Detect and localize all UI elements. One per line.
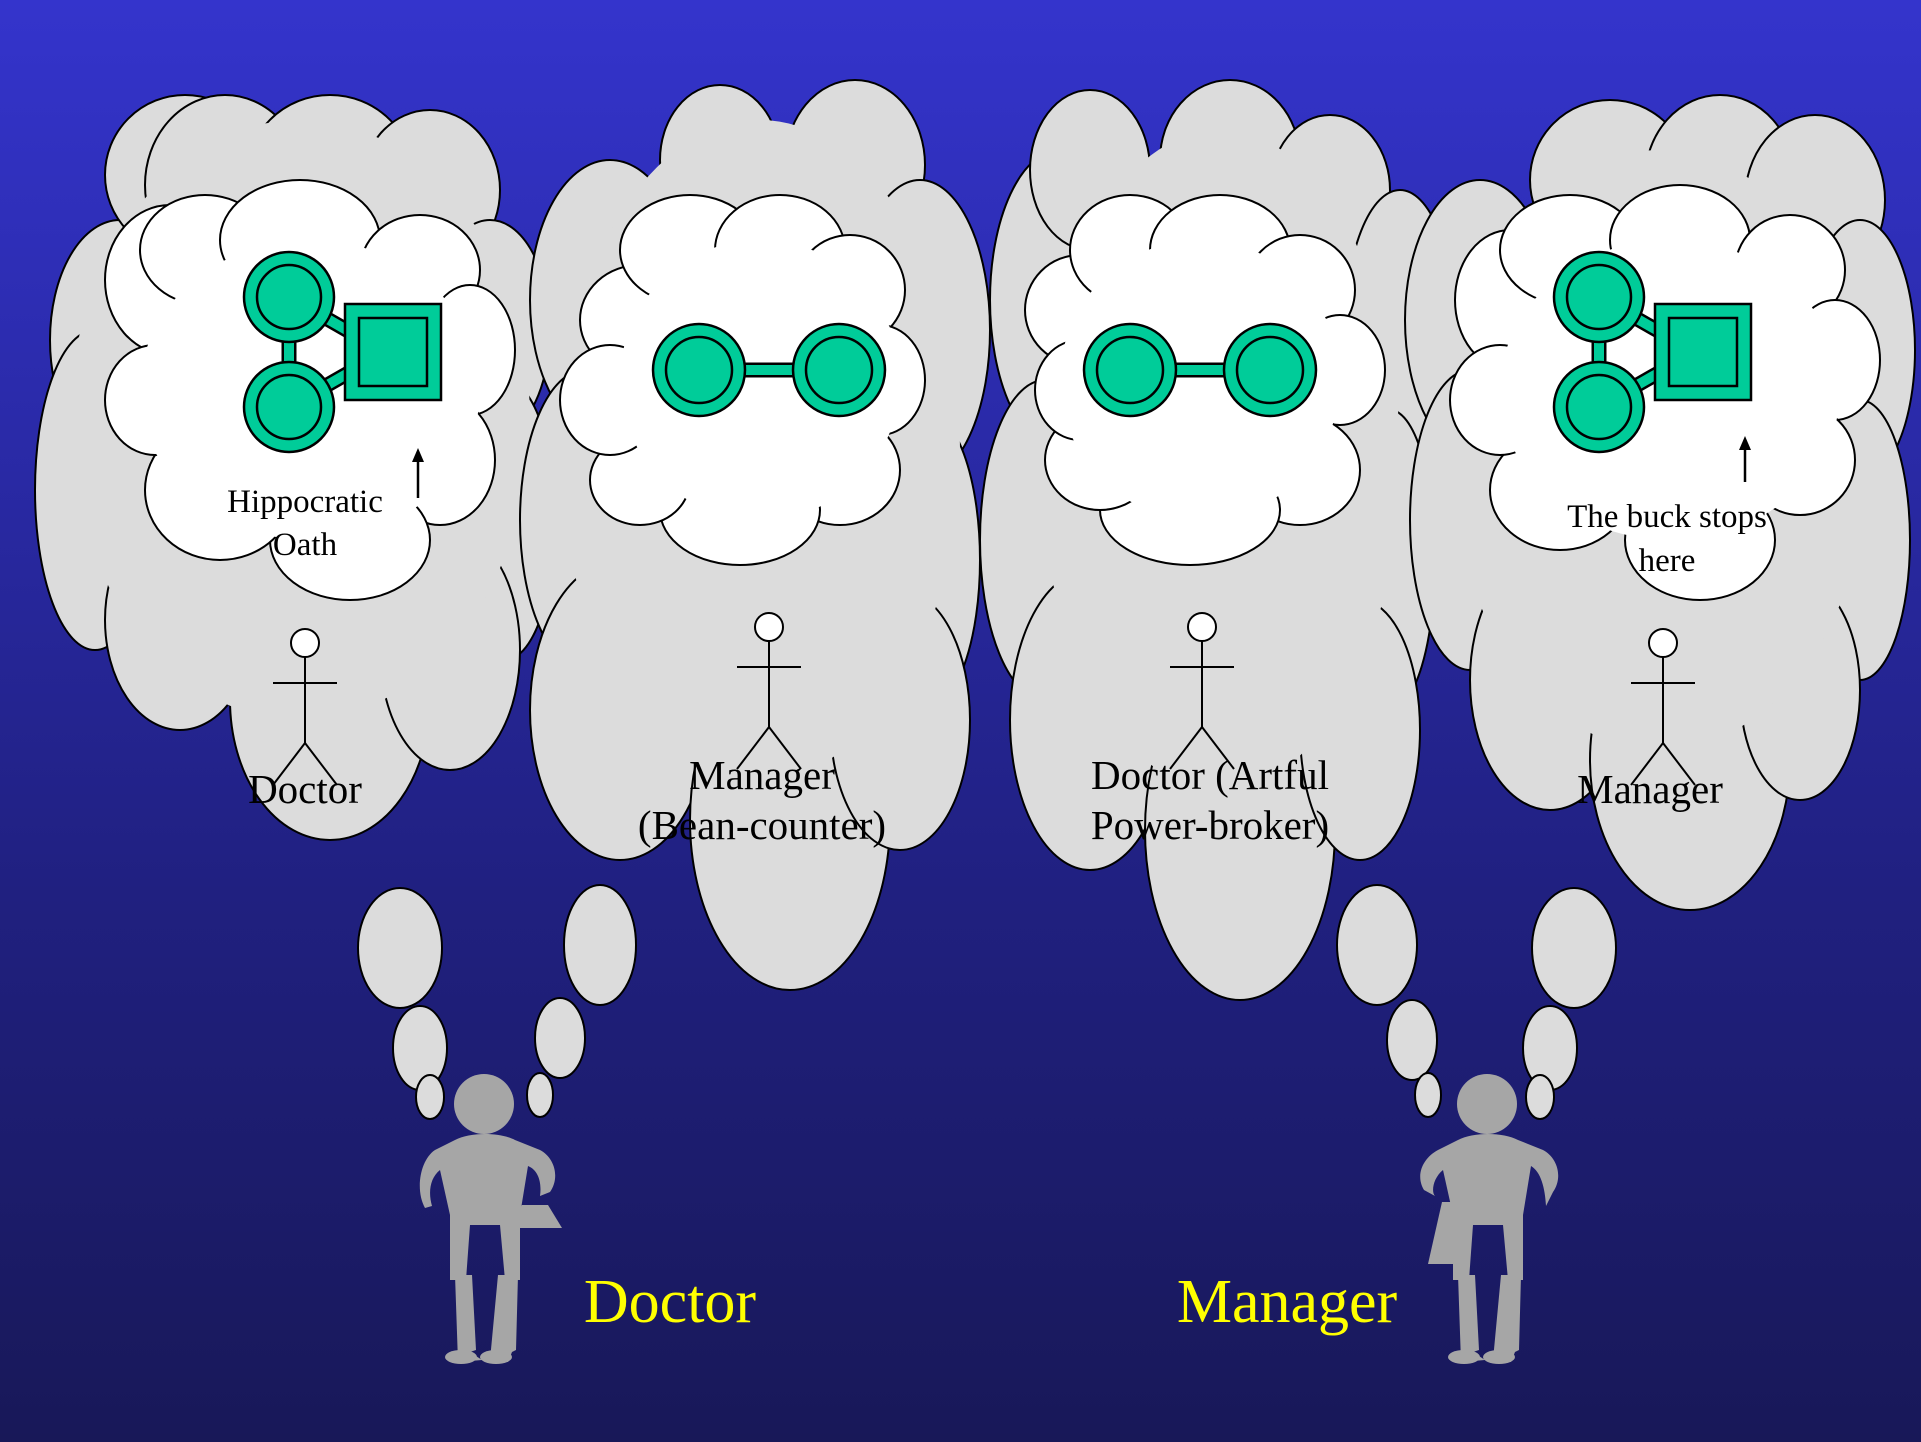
role-label-line-2: (Bean-counter) <box>638 802 886 848</box>
caption-line-1: The buck stops <box>1567 499 1767 535</box>
caption-line-1: Hippocratic <box>227 484 383 520</box>
role-label-line-2: Power-broker) <box>1091 802 1329 848</box>
role-label: Manager <box>1577 766 1723 812</box>
manager-title: Manager <box>1177 1268 1398 1336</box>
role-label-line-1: Doctor (Artful <box>1091 752 1329 798</box>
role-label: Doctor <box>248 766 362 812</box>
thought-bubbles <box>358 885 1616 1119</box>
caption-line-2: Oath <box>273 527 338 563</box>
caption-line-2: here <box>1639 543 1696 579</box>
doctor-title: Doctor <box>584 1268 757 1336</box>
role-label-line-1: Manager <box>689 752 835 798</box>
